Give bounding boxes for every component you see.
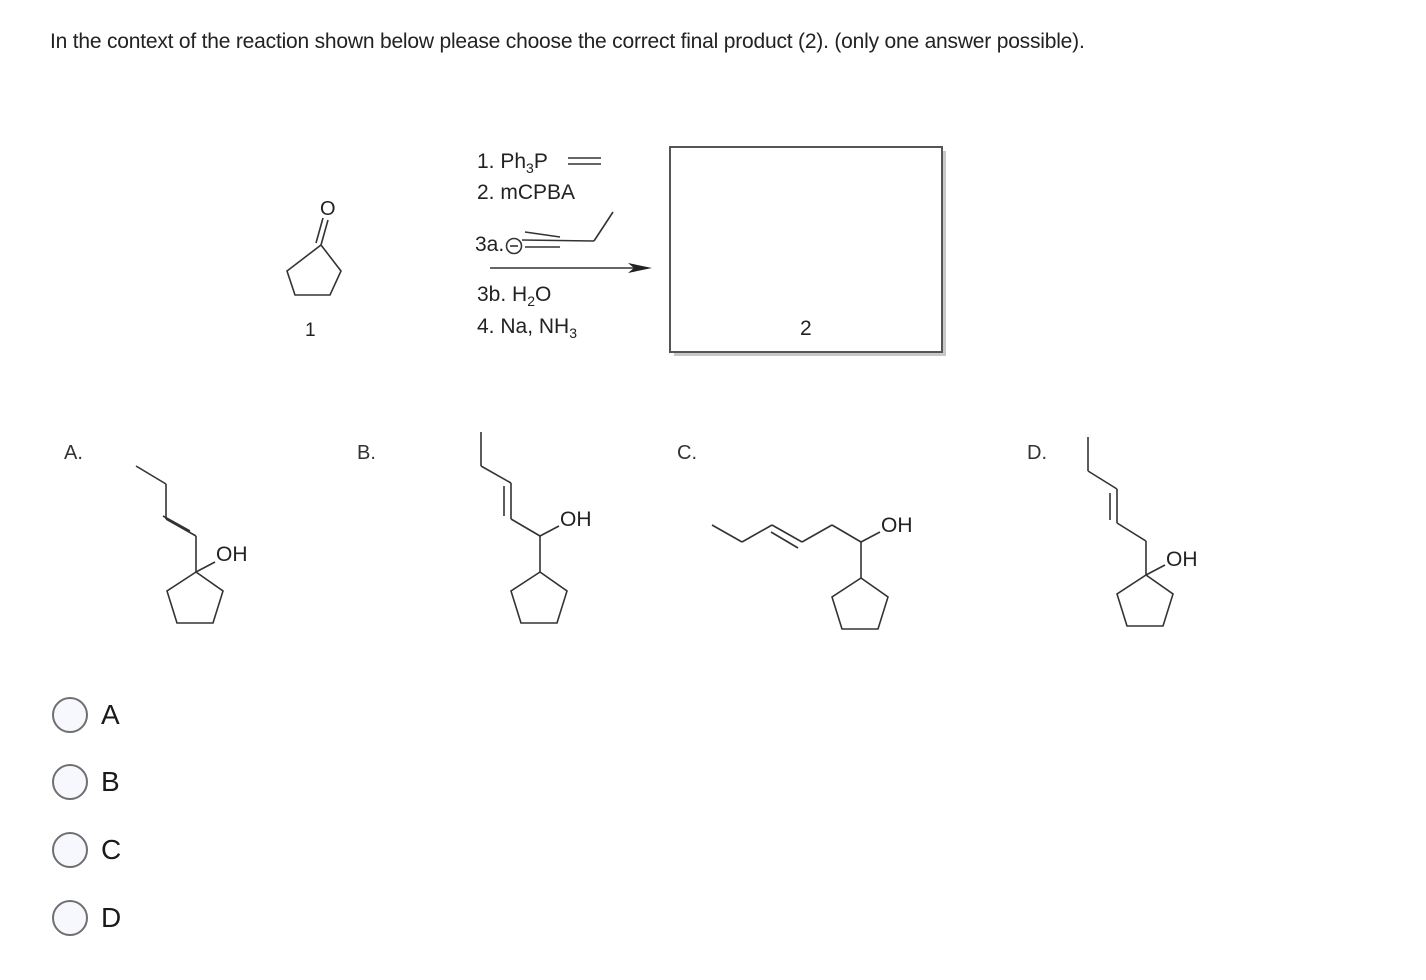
reagent-step-3a: 3a. (475, 233, 505, 256)
structure-a-oh: OH (216, 543, 248, 566)
reagent-step-2: 2. mCPBA (477, 181, 576, 204)
answer-label-c: C (101, 834, 122, 865)
answer-label-d: D (101, 902, 122, 933)
reagent-step-3b: 3b. H2O (477, 283, 552, 310)
radio-button-b[interactable] (52, 764, 88, 800)
structure-label-a: A. (64, 442, 83, 464)
structure-d-oh: OH (1166, 548, 1198, 571)
answer-option-c[interactable]: C (52, 832, 121, 868)
structure-b-oh: OH (560, 508, 592, 531)
answer-label-a: A (101, 699, 120, 730)
product-box-label: 2 (800, 317, 812, 340)
answer-option-b[interactable]: B (52, 764, 120, 800)
radio-button-a[interactable] (52, 697, 88, 733)
reagent-step-1: 1. Ph3P (477, 150, 548, 177)
starting-material-label: 1 (305, 320, 316, 341)
answer-option-a[interactable]: A (52, 697, 120, 733)
answer-option-d[interactable]: D (52, 900, 121, 936)
oxygen-label: O (320, 198, 336, 220)
structure-label-b: B. (357, 442, 376, 464)
reagent-step-4: 4. Na, NH3 (477, 315, 577, 342)
structure-label-d: D. (1027, 442, 1047, 464)
radio-button-c[interactable] (52, 832, 88, 868)
question-text: In the context of the reaction shown bel… (50, 30, 1085, 53)
structure-c-oh: OH (881, 514, 913, 537)
structure-label-c: C. (677, 442, 697, 464)
radio-button-d[interactable] (52, 900, 88, 936)
answer-label-b: B (101, 766, 120, 797)
